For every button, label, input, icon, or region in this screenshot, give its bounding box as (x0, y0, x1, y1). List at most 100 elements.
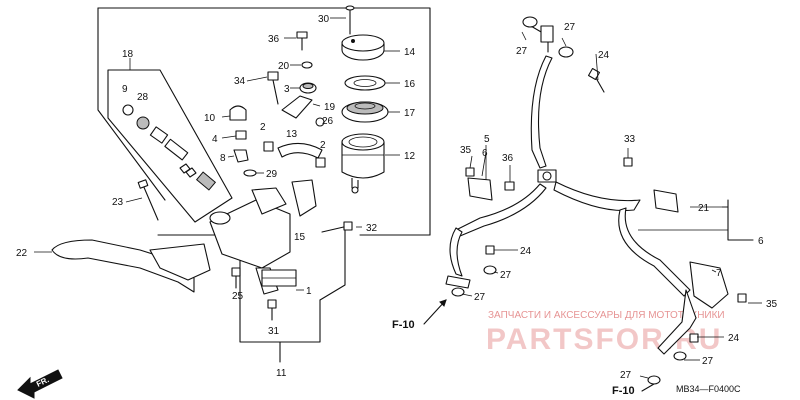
ref-f10-bottom-arrow (641, 383, 655, 392)
callout-14: 14 (404, 47, 416, 58)
hose-bracket-7 (689, 261, 729, 309)
front-direction-arrow: FR. (17, 369, 63, 399)
callout-17: 17 (404, 108, 416, 119)
washer-27e (673, 351, 687, 361)
reservoir-stay (281, 95, 313, 119)
screw-25 (231, 267, 241, 277)
callout-6: 6 (482, 148, 488, 159)
bolt-24b (485, 245, 495, 255)
cup (195, 171, 217, 191)
callout-24b: 24 (520, 246, 532, 257)
reservoir-hose (277, 142, 323, 159)
brake-hose-assembly (445, 16, 747, 385)
callout-35b: 35 (766, 299, 778, 310)
ref-f10-bottom: F-10 (612, 385, 635, 397)
frame-bottom-right (319, 229, 346, 301)
hose-clamp-6 (467, 177, 493, 201)
callout-29: 29 (266, 169, 278, 180)
hose-clip-b (315, 157, 326, 168)
callout-19: 19 (324, 102, 336, 113)
callout-32: 32 (366, 223, 378, 234)
callout-16: 16 (404, 79, 416, 90)
callout-34: 34 (234, 76, 246, 87)
reservoir-hardware (263, 31, 326, 168)
holder-15 (291, 179, 317, 217)
bolt-35a (465, 167, 475, 177)
callout-27d: 27 (474, 292, 486, 303)
callout-20: 20 (278, 61, 290, 72)
piston-kit (122, 104, 217, 191)
spring (179, 163, 197, 178)
washer-27b (558, 46, 574, 58)
bolt-35b (737, 293, 747, 303)
washer-27f (647, 375, 661, 385)
reservoir-tank (341, 142, 385, 179)
frame-bottom-edge (157, 234, 321, 343)
bolt-33 (623, 157, 633, 167)
bolt-36 (296, 31, 308, 39)
callout-24c: 24 (728, 333, 740, 344)
bolt-23 (142, 184, 159, 221)
ref-f10-left: F-10 (392, 319, 415, 331)
callout-23: 23 (112, 197, 124, 208)
diagram-code: MB34—F0400C (676, 384, 741, 394)
callout-18: 18 (122, 49, 134, 60)
washer-27c (483, 265, 497, 275)
callout-33: 33 (624, 134, 636, 145)
bolt-24c (689, 333, 699, 343)
callout-26: 26 (322, 116, 334, 127)
brake-lever-22 (51, 239, 195, 293)
washer-29 (243, 169, 257, 177)
boot-28 (136, 116, 150, 130)
callout-4: 4 (212, 134, 218, 145)
master-cylinder-body (51, 179, 353, 321)
callout-36b: 36 (502, 153, 514, 164)
callout-24a: 24 (598, 50, 610, 61)
callout-7: 7 (716, 268, 722, 279)
callout-27f: 27 (620, 370, 632, 381)
nut-4 (235, 130, 247, 140)
set-plate (344, 75, 386, 91)
bolt-34 (267, 71, 279, 81)
callout-21: 21 (698, 203, 710, 214)
assembly-frames (97, 7, 754, 363)
callout-36: 36 (268, 34, 280, 45)
callout-13: 13 (286, 129, 298, 140)
callout-15: 15 (294, 232, 306, 243)
nut-20 (301, 61, 313, 69)
washer-27a (522, 16, 538, 28)
callout-27b: 27 (564, 22, 576, 33)
callout-11: 11 (276, 368, 287, 379)
callout-27e: 27 (702, 356, 714, 367)
frame-top-edge (97, 7, 431, 236)
switch-8 (233, 149, 249, 163)
callout-9: 9 (122, 84, 128, 95)
cylinder-housing (209, 199, 291, 269)
callout-2b: 2 (320, 140, 326, 151)
callout-30: 30 (318, 14, 330, 25)
collar-26 (315, 117, 325, 127)
callout-25: 25 (232, 291, 244, 302)
cap-10 (229, 105, 247, 121)
lower-right-hose (553, 181, 641, 212)
hose-clamp-21 (653, 189, 679, 213)
screw-31 (267, 299, 277, 309)
small-parts-left (137, 105, 257, 221)
frame-bracket-18 (107, 69, 233, 223)
callout-10: 10 (204, 113, 216, 124)
callout-28: 28 (137, 92, 149, 103)
frame-left-edge (97, 7, 166, 201)
frame-bracket-5r (727, 199, 754, 241)
upper-hose (530, 55, 553, 169)
washer-27d (451, 287, 465, 297)
reservoir-assembly (341, 5, 389, 194)
callout-27a: 27 (516, 46, 528, 57)
bolt-36b (504, 181, 515, 191)
callout-31: 31 (268, 326, 280, 337)
circlip-9 (122, 104, 134, 116)
callout-27c: 27 (500, 270, 512, 281)
callout-2a: 2 (260, 122, 266, 133)
callout-5r: 6 (758, 236, 764, 247)
callout-35a: 35 (460, 145, 472, 156)
leader-lines (34, 17, 762, 379)
